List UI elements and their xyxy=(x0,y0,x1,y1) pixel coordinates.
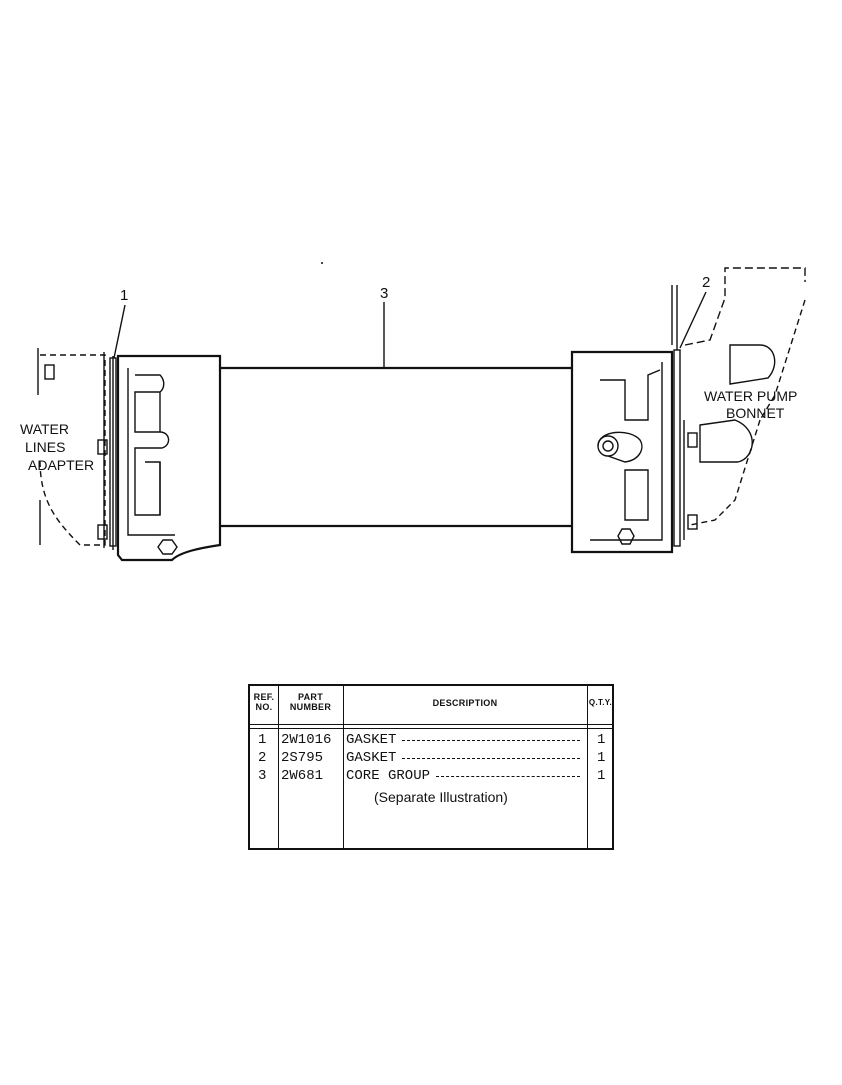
callout-2: 2 xyxy=(679,274,710,349)
row-part: 2W681 xyxy=(281,768,324,784)
row-ref: 2 xyxy=(258,750,267,766)
callout-2-label: 2 xyxy=(702,274,710,291)
col-divider-1 xyxy=(278,686,279,848)
leader-dots xyxy=(402,758,580,759)
gasket-right xyxy=(671,285,681,547)
header-ref-no: REF. NO. xyxy=(250,692,278,712)
row-ref: 3 xyxy=(258,768,267,784)
leader-dots xyxy=(402,740,580,741)
row-qty: 1 xyxy=(597,768,606,784)
table-row: 1 2W1016 GASKET 1 xyxy=(250,732,612,750)
row-qty: 1 xyxy=(597,732,606,748)
row-description: CORE GROUP xyxy=(346,768,431,784)
parts-table: REF. NO. PART NUMBER DESCRIPTION Q.T.Y. … xyxy=(248,684,614,850)
cooler-assembly-drawing: 1 3 2 WATER LINES ADAPTER WATER PUMP BON… xyxy=(20,262,806,562)
water-pump-bonnet-outline xyxy=(683,267,806,540)
adapter-label-line-2: LINES xyxy=(25,439,65,455)
callout-1-label: 1 xyxy=(120,287,128,304)
row-description: GASKET xyxy=(346,732,397,748)
adapter-label-line-3: ADAPTER xyxy=(28,457,94,473)
col-divider-2 xyxy=(343,686,344,848)
header-qty: Q.T.Y. xyxy=(588,698,613,707)
header-rule-2 xyxy=(250,728,612,729)
header-description: DESCRIPTION xyxy=(432,698,498,708)
header-part-line-1: PART xyxy=(297,692,324,702)
col-divider-3 xyxy=(587,686,588,848)
table-row: 3 2W681 CORE GROUP 1 xyxy=(250,768,612,786)
water-pump-bonnet-label: WATER PUMP BONNET xyxy=(704,388,797,421)
core-body xyxy=(220,366,572,528)
row-description: GASKET xyxy=(346,750,397,766)
header-part-number: PART NUMBER xyxy=(278,692,343,712)
callout-1: 1 xyxy=(113,287,128,359)
callout-3: 3 xyxy=(380,285,388,368)
row-part: 2S795 xyxy=(281,750,324,766)
header-ref-line-1: REF. xyxy=(253,692,275,702)
bonnet-label-line-1: WATER PUMP xyxy=(704,388,797,404)
stray-dot xyxy=(321,262,323,264)
table-row: 2 2S795 GASKET 1 xyxy=(250,750,612,768)
header-part-line-2: NUMBER xyxy=(289,702,332,712)
header-rule xyxy=(250,724,612,725)
left-tank xyxy=(116,354,222,562)
gasket-left xyxy=(109,356,117,550)
right-tank xyxy=(570,350,674,554)
adapter-label-line-1: WATER xyxy=(20,421,69,437)
leader-dots xyxy=(436,776,580,777)
water-lines-adapter-label: WATER LINES ADAPTER xyxy=(20,421,94,473)
header-ref-line-2: NO. xyxy=(255,702,273,712)
row-ref: 1 xyxy=(258,732,267,748)
water-lines-adapter-outline xyxy=(37,348,108,548)
bonnet-label-line-2: BONNET xyxy=(726,405,785,421)
callout-3-label: 3 xyxy=(380,285,388,302)
row-qty: 1 xyxy=(597,750,606,766)
row-part: 2W1016 xyxy=(281,732,332,748)
row-note: (Separate Illustration) xyxy=(374,789,508,805)
